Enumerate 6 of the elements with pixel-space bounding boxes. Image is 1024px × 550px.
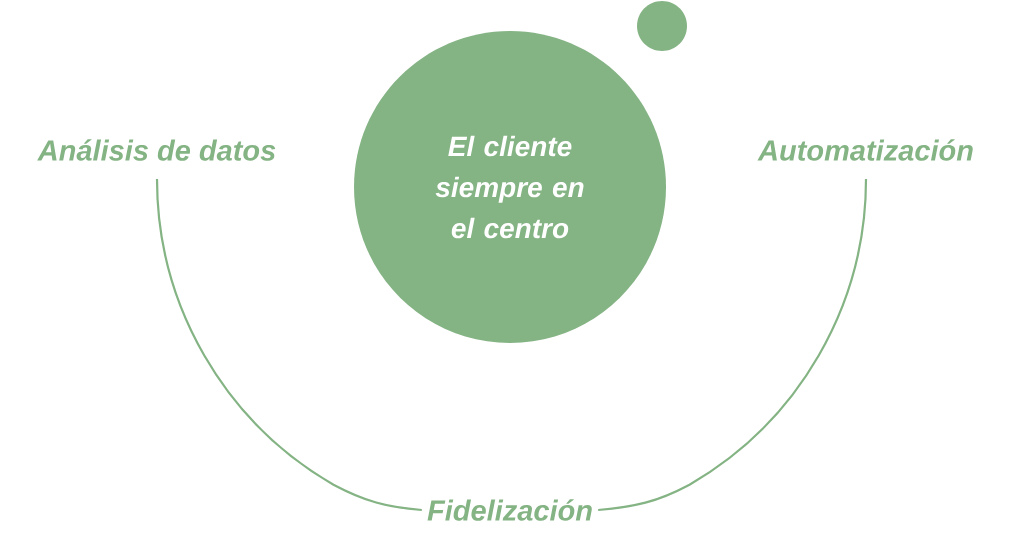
label-text: Análisis de datos [37,139,276,161]
dot-circle [637,1,687,51]
arc-line [155,178,422,512]
label-text: Fidelización [427,499,592,521]
arc-line [598,178,868,512]
label-text: Automatización [757,139,973,161]
